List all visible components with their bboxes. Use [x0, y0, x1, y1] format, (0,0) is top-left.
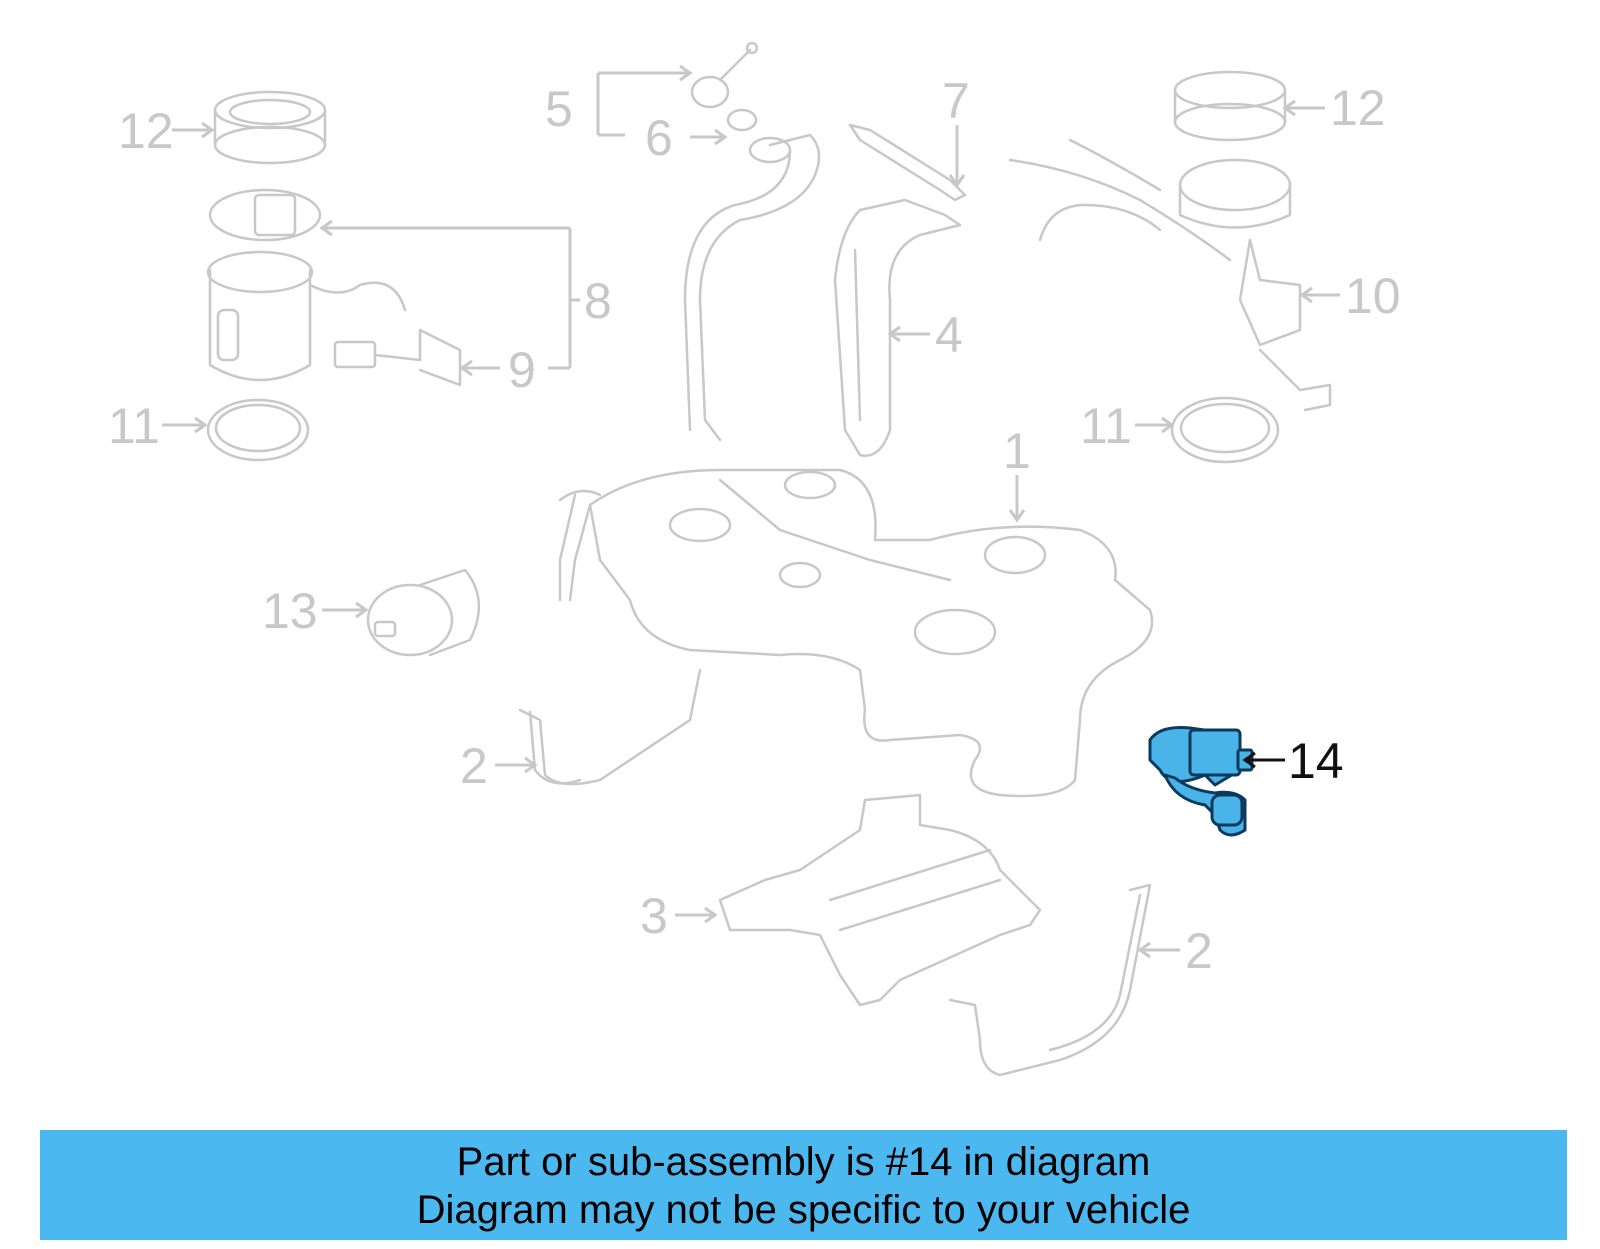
callout-1: 1: [1003, 423, 1031, 479]
part-1-fuel-tank: [558, 468, 1154, 798]
callout-10: 10: [1345, 268, 1401, 324]
callout-14-highlighted: 14: [1288, 733, 1344, 789]
parts-diagram: 12 5 6 7 12 8 4 10 9 11 11 1 13 14 2 3 2: [108, 41, 1401, 1077]
banner-line-part-number: Part or sub-assembly is #14 in diagram: [456, 1140, 1151, 1184]
callout-13: 13: [262, 583, 318, 639]
callout-6: 6: [645, 110, 673, 166]
part-9-level-sender: [333, 328, 462, 387]
part-11-right-seal: [1170, 396, 1280, 464]
callout-11-left: 11: [108, 398, 160, 454]
callout-5: 5: [545, 81, 573, 137]
callout-12-left: 12: [118, 103, 174, 159]
info-banner: Part or sub-assembly is #14 in diagram D…: [40, 1130, 1567, 1240]
part-4-heat-shield: [833, 198, 962, 457]
part-10-fuel-pump-sender: [1008, 138, 1332, 412]
part-7-ground-strap: [848, 123, 967, 202]
callout-2-left: 2: [460, 738, 488, 794]
callout-2-right: 2: [1185, 923, 1213, 979]
part-2-left-strap: [518, 668, 702, 786]
part-12-right-lock-ring: [1173, 70, 1287, 142]
part-3-underbody-shield: [718, 793, 1042, 1007]
callout-11-right: 11: [1080, 398, 1132, 454]
part-2-right-strap: [948, 883, 1152, 1077]
filler-neck: [683, 133, 821, 442]
part-8-fuel-pump-module: [206, 188, 407, 382]
callout-arrows: [162, 64, 1340, 959]
callout-9: 9: [508, 342, 536, 398]
part-12-left-lock-ring: [213, 90, 327, 165]
part-6-seal-ring: [726, 108, 758, 132]
part-13-fuel-filter: [366, 568, 481, 657]
callout-7: 7: [942, 73, 970, 129]
callout-12-right: 12: [1330, 80, 1386, 136]
part-14-control-module-highlighted: [1148, 726, 1254, 837]
callout-4: 4: [935, 307, 963, 363]
callout-3: 3: [640, 888, 668, 944]
part-11-left-seal: [206, 398, 310, 462]
callout-8: 8: [584, 273, 612, 329]
banner-line-disclaimer: Diagram may not be specific to your vehi…: [416, 1188, 1191, 1232]
part-5-vent-valve: [690, 41, 759, 109]
